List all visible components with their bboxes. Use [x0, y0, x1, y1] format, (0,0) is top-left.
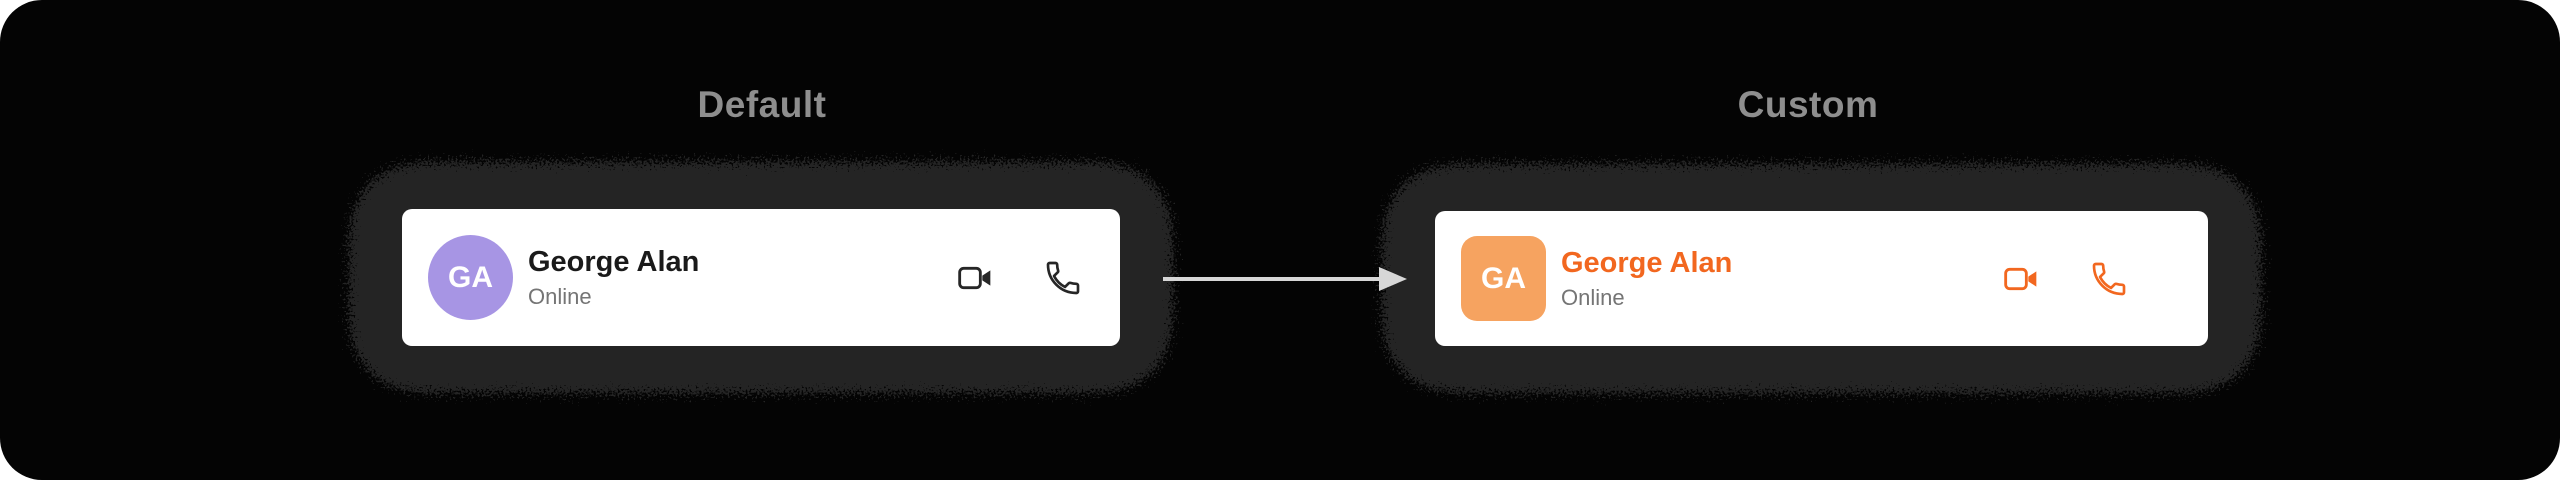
user-identity: George Alan Online: [528, 247, 699, 308]
video-camera-icon: [958, 266, 991, 289]
presence-status: Online: [1561, 284, 1625, 310]
avatar: GA: [1461, 236, 1546, 321]
phone-icon: [1046, 261, 1080, 294]
video-call-button[interactable]: [2000, 258, 2042, 300]
presence-status: Online: [528, 283, 592, 309]
voice-call-button[interactable]: [1042, 257, 1084, 299]
call-header-card-custom: GA George Alan Online: [1435, 211, 2208, 346]
video-camera-icon: [2004, 267, 2037, 290]
user-name: George Alan: [528, 246, 700, 279]
voice-call-button[interactable]: [2088, 258, 2130, 300]
section-heading-custom: Custom: [1737, 84, 1879, 125]
call-header-card-default: GA George Alan Online: [402, 209, 1120, 346]
call-header-custom-wrap: GA George Alan Online: [1383, 165, 2260, 392]
call-actions: [2000, 258, 2130, 300]
avatar: GA: [428, 235, 513, 320]
transition-arrow: [1163, 267, 1407, 291]
call-actions: [954, 257, 1084, 299]
phone-icon: [2092, 262, 2126, 295]
section-heading-default: Default: [697, 84, 827, 125]
user-identity: George Alan Online: [1561, 248, 1732, 309]
user-name: George Alan: [1561, 247, 1733, 280]
video-call-button[interactable]: [954, 257, 996, 299]
call-header-default-wrap: GA George Alan Online: [350, 163, 1172, 392]
